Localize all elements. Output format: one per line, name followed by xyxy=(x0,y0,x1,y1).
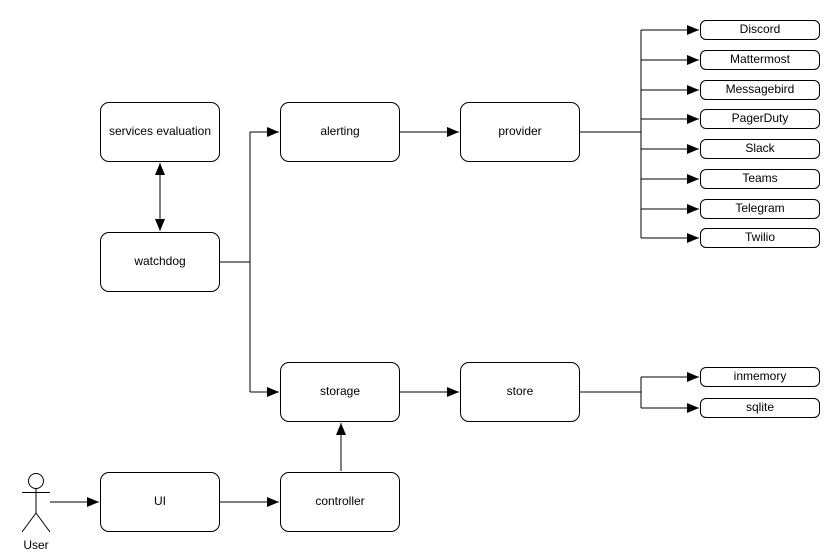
user-actor-icon xyxy=(21,473,51,533)
node-label: Messagebird xyxy=(725,82,795,97)
node-label: PagerDuty xyxy=(731,111,789,126)
node-provider: provider xyxy=(460,102,580,162)
node-controller: controller xyxy=(280,472,400,532)
node-alerting: alerting xyxy=(280,102,400,162)
node-provider-mattermost: Mattermost xyxy=(700,50,820,70)
node-provider-teams: Teams xyxy=(700,169,820,189)
node-storage: storage xyxy=(280,362,400,422)
node-provider-telegram: Telegram xyxy=(700,199,820,219)
node-provider-discord: Discord xyxy=(700,20,820,40)
node-provider-twilio: Twilio xyxy=(700,228,820,248)
node-label: inmemory xyxy=(733,369,787,384)
user-actor-label: User xyxy=(23,538,49,552)
node-label: Mattermost xyxy=(729,52,790,67)
node-label: Teams xyxy=(742,171,778,186)
node-label: provider xyxy=(498,124,542,139)
node-label: Discord xyxy=(739,22,781,37)
node-label: watchdog xyxy=(134,254,186,269)
node-services-evaluation: services evaluation xyxy=(100,102,220,162)
node-label: sqlite xyxy=(745,400,774,415)
node-provider-slack: Slack xyxy=(700,139,820,159)
node-label: store xyxy=(506,384,534,399)
node-label: services evaluation xyxy=(108,124,212,139)
node-store: store xyxy=(460,362,580,422)
node-label: UI xyxy=(154,494,166,509)
node-label: Slack xyxy=(745,141,775,156)
node-label: alerting xyxy=(320,124,360,139)
node-provider-pagerduty: PagerDuty xyxy=(700,109,820,129)
node-store-inmemory: inmemory xyxy=(700,367,820,387)
node-store-sqlite: sqlite xyxy=(700,398,820,418)
node-provider-messagebird: Messagebird xyxy=(700,80,820,100)
node-label: Telegram xyxy=(735,201,785,216)
node-label: storage xyxy=(319,384,361,399)
node-label: controller xyxy=(315,494,365,509)
node-watchdog: watchdog xyxy=(100,232,220,292)
node-ui: UI xyxy=(100,472,220,532)
node-label: Twilio xyxy=(744,230,775,245)
